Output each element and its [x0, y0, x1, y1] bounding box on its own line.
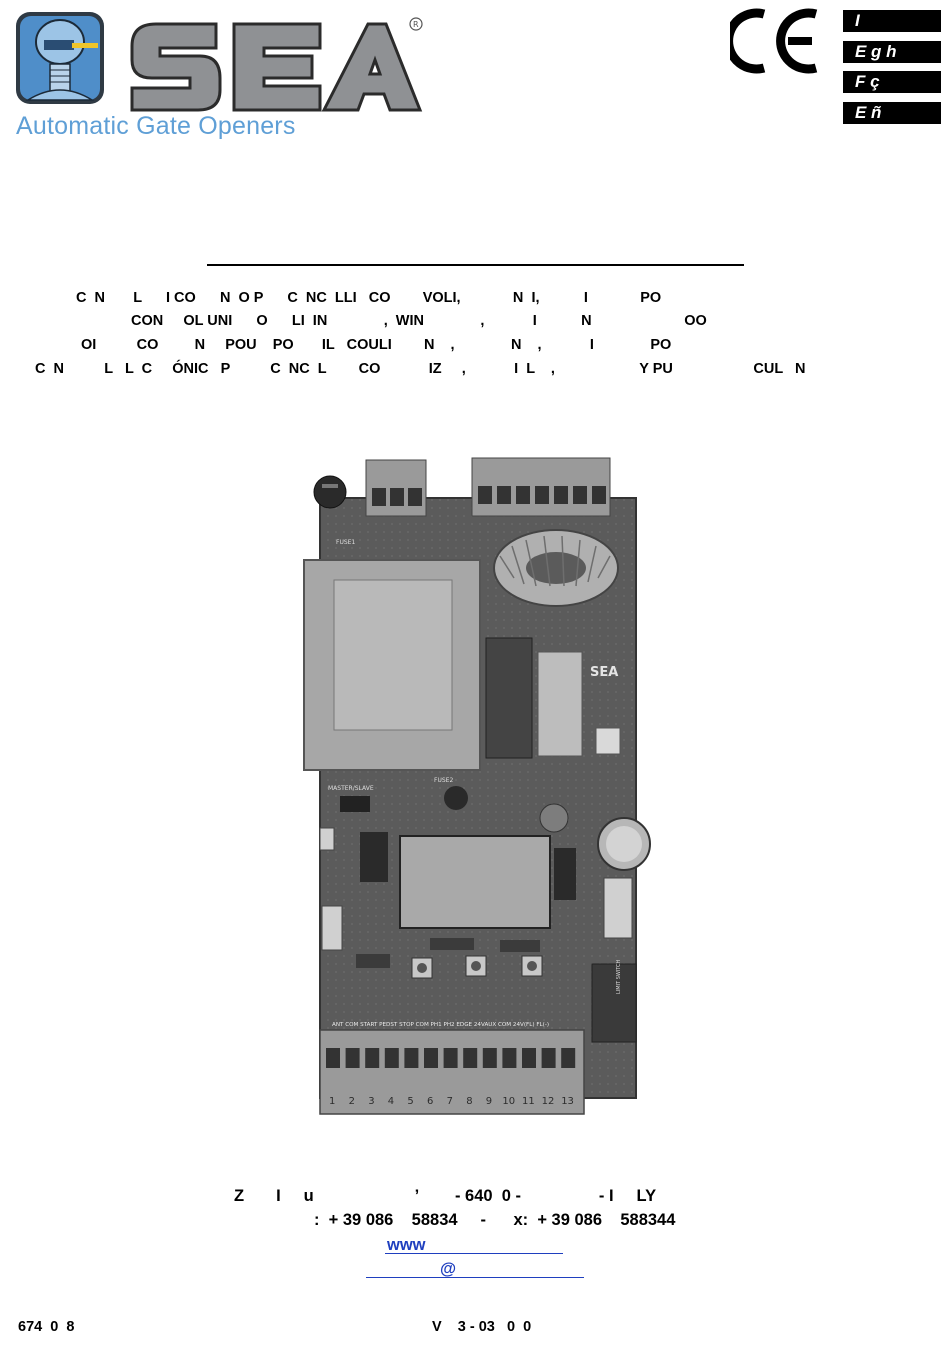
terminal-screw	[365, 1048, 380, 1068]
logo-tagline: Automatic Gate Openers	[16, 112, 296, 140]
terminal-screw	[424, 1048, 438, 1068]
svg-text:SEA: SEA	[590, 665, 618, 680]
terminal-number: 12	[542, 1096, 555, 1107]
website-underline	[385, 1253, 563, 1254]
terminal-screw	[326, 1048, 340, 1068]
title-line-english: CON OL UNI O LI IN , WIN , I N OO	[131, 313, 707, 329]
terminal-number: 5	[407, 1096, 413, 1107]
terminal-screw	[345, 1048, 360, 1068]
terminal-screw	[404, 1048, 419, 1068]
email-link[interactable]: @	[440, 1260, 457, 1278]
email-underline	[366, 1277, 584, 1278]
terminal-number: 7	[447, 1096, 453, 1107]
terminal-screw	[443, 1048, 458, 1068]
terminal-screw	[522, 1048, 536, 1068]
language-english: E g h	[843, 41, 941, 63]
top-terminal-left	[365, 459, 427, 517]
title-line-french: OI CO N POU PO IL COULI N , N , I PO	[81, 337, 672, 353]
robot-head-icon	[16, 12, 104, 104]
terminal-number: 6	[427, 1096, 433, 1107]
terminal-number: 10	[502, 1096, 515, 1107]
language-spanish: E ñ	[843, 102, 941, 124]
svg-text:ANT COM START PEDST STOP COM P: ANT COM START PEDST STOP COM PH1 PH2 EDG…	[332, 1022, 549, 1028]
ce-mark-icon	[730, 8, 818, 74]
terminal-number: 1	[329, 1096, 335, 1107]
sea-wordmark: R	[130, 17, 423, 112]
terminal-number: 3	[368, 1096, 374, 1107]
document-code: 674 0 8	[18, 1319, 75, 1335]
svg-text:FUSE1: FUSE1	[336, 539, 355, 546]
address-line: Z I u ’ - 640 0 - - I LY	[234, 1187, 657, 1205]
control-board-image: FUSE1 SEA MASTER/SLAVE FUSE2 LIMIT SWITC…	[303, 457, 651, 1115]
title-line-italian: C N L I CO N O P C NC LLI CO VOLI, N I, …	[76, 290, 662, 306]
terminal-number: 9	[486, 1096, 492, 1107]
terminal-screw	[502, 1048, 517, 1068]
document-version: V 3 - 03 0 0	[432, 1319, 532, 1335]
terminal-number: 13	[561, 1096, 574, 1107]
terminal-screw	[541, 1048, 556, 1068]
terminal-screw	[463, 1048, 478, 1068]
title-rule	[207, 264, 744, 266]
terminal-screw	[482, 1048, 497, 1068]
terminal-number: 2	[349, 1096, 355, 1107]
terminal-number: 8	[466, 1096, 472, 1107]
terminal-number: 4	[388, 1096, 394, 1107]
svg-text:LIMIT SWITCH: LIMIT SWITCH	[616, 959, 622, 994]
sea-logo: R Automatic Gate Openers	[14, 10, 424, 140]
website-link[interactable]: www	[387, 1236, 426, 1254]
phone-fax-line: : + 39 086 58834 - x: + 39 086 588344	[314, 1211, 676, 1229]
title-line-spanish: C N L L C ÓNIC P C NC L CO IZ , I L , Y …	[35, 361, 806, 377]
language-french: F ç	[843, 71, 941, 93]
top-terminal-right	[471, 457, 611, 517]
terminal-screw	[384, 1048, 399, 1068]
language-italian: I	[843, 10, 941, 32]
terminal-screw	[561, 1048, 576, 1068]
terminal-number: 11	[522, 1096, 535, 1107]
svg-text:R: R	[413, 20, 419, 29]
svg-text:FUSE2: FUSE2	[434, 777, 453, 784]
svg-text:MASTER/SLAVE: MASTER/SLAVE	[328, 785, 374, 792]
